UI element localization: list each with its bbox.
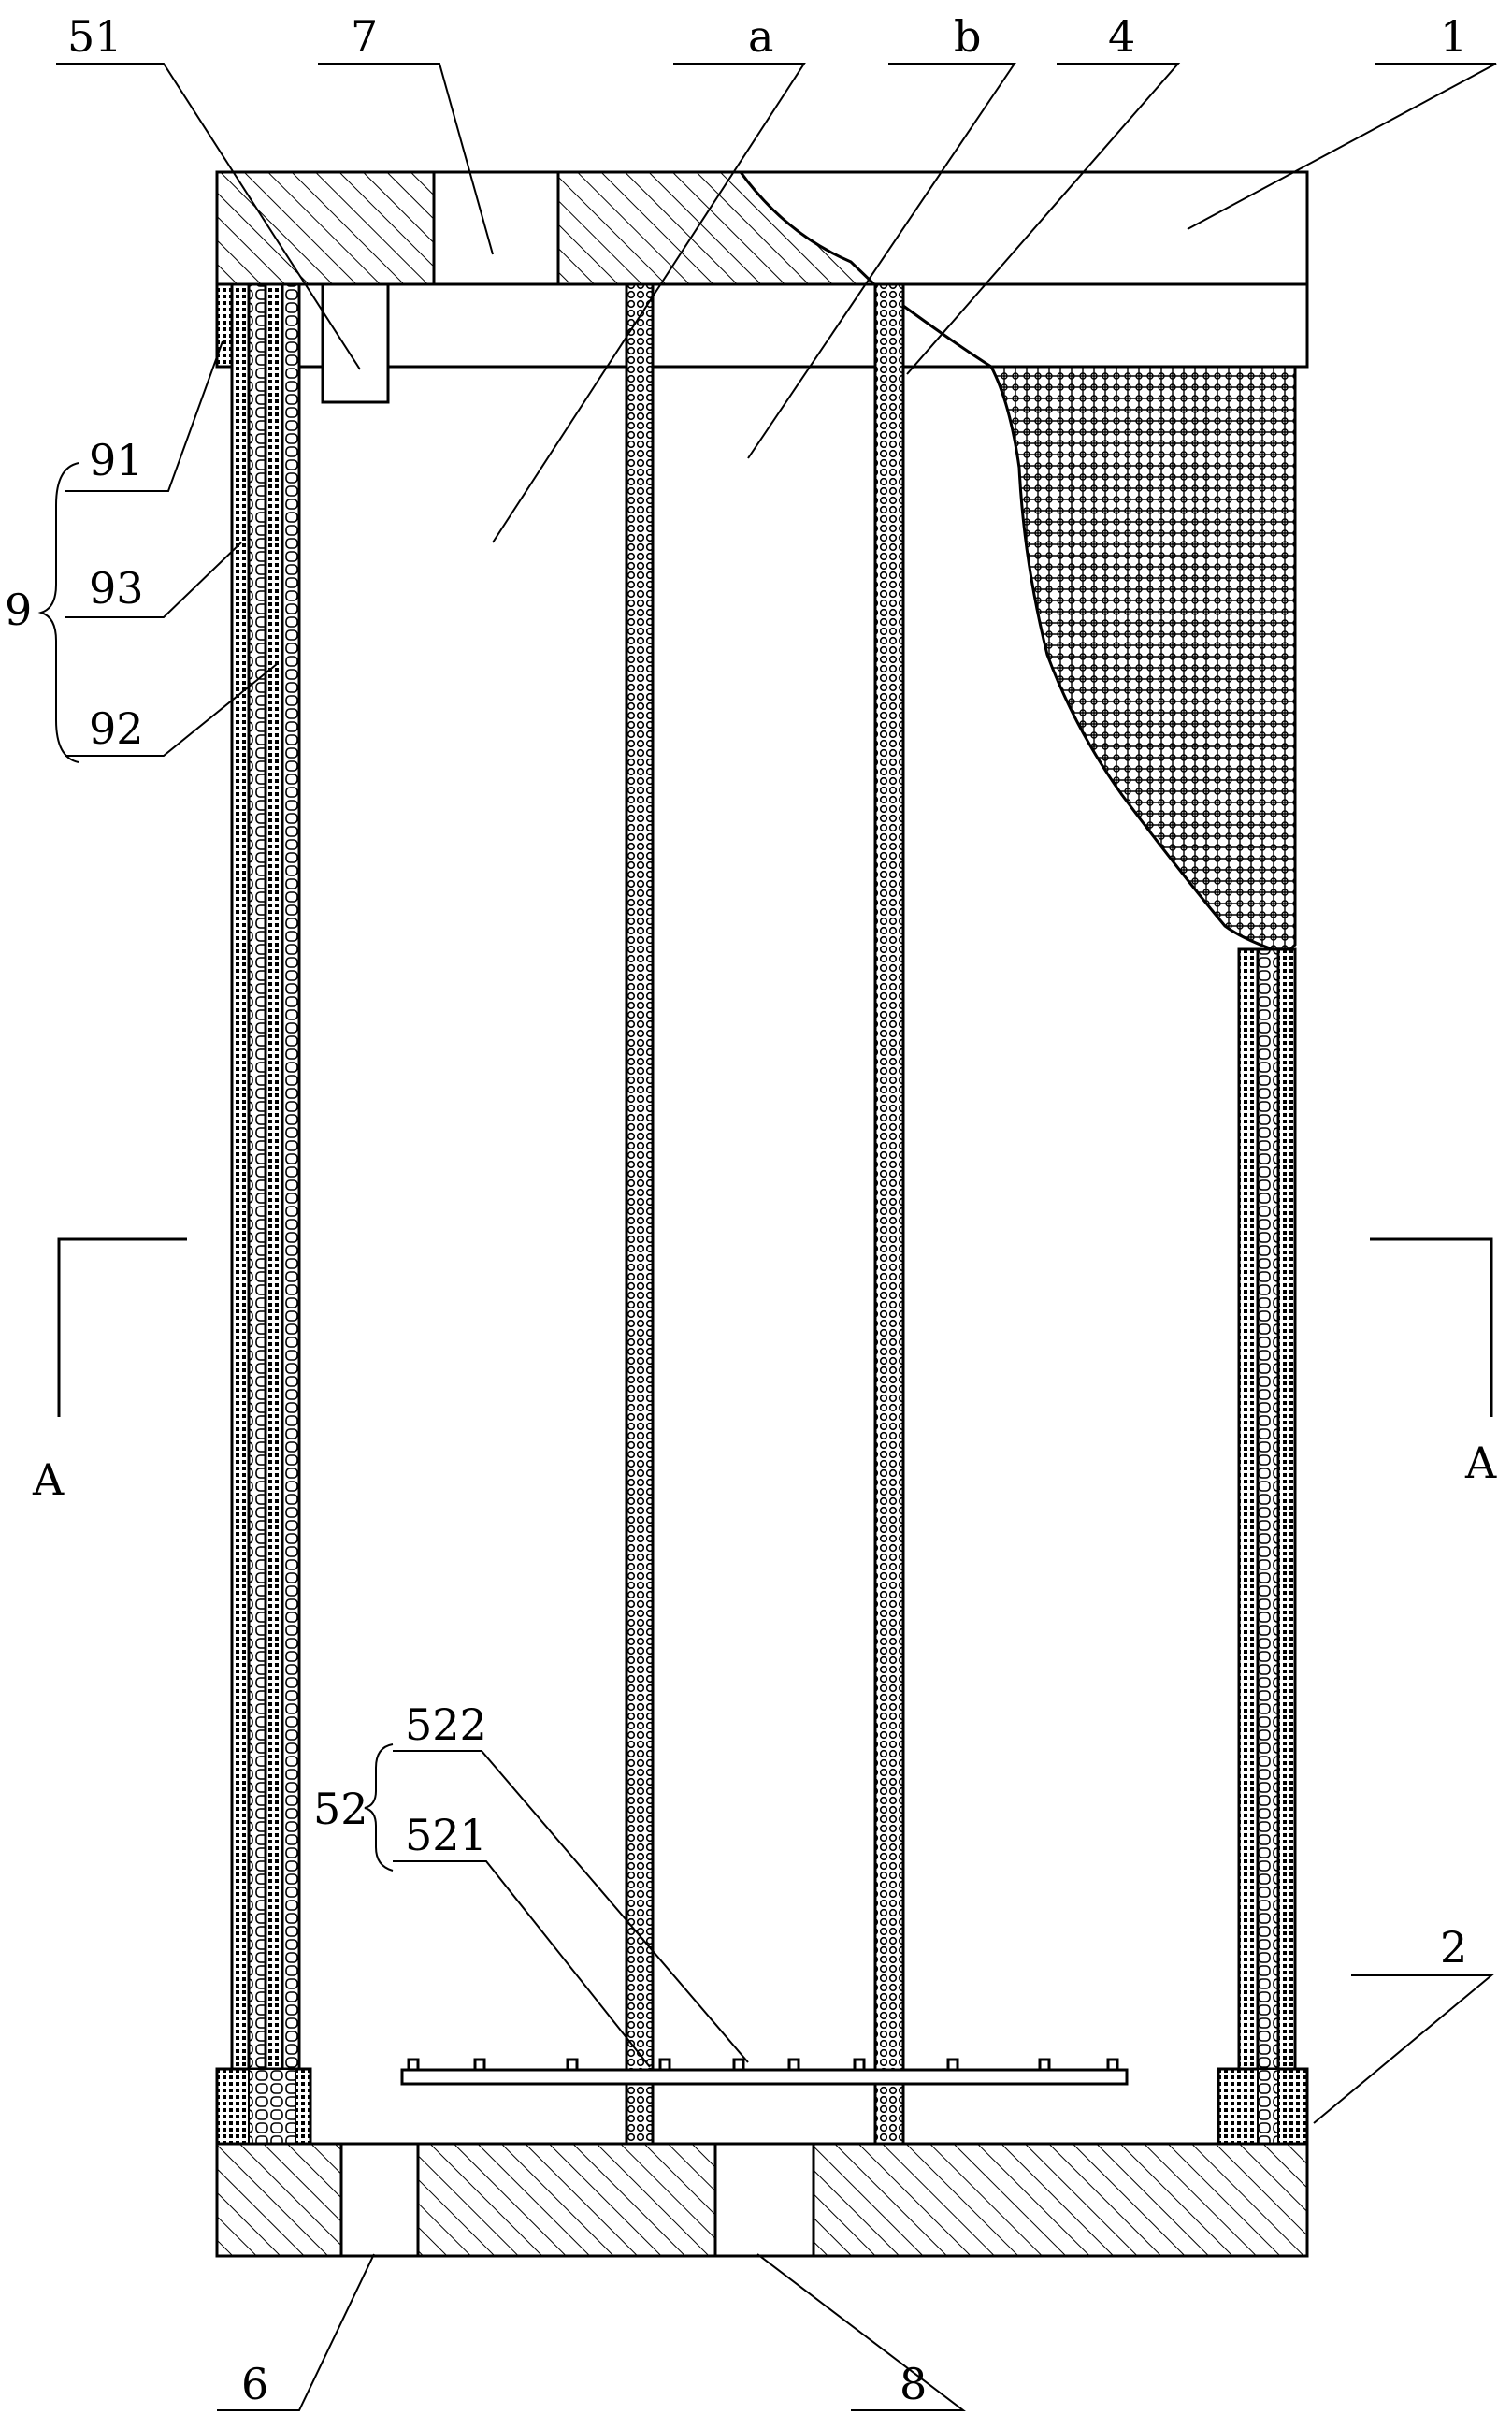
label-521: 521 [405,1810,487,1860]
label-9: 9 [5,585,32,635]
bottom-base [215,2142,1309,2258]
label-522: 522 [405,1699,487,1750]
label-8: 8 [900,2359,927,2409]
left-inner-cells [281,282,301,2146]
left-middle-layer [247,282,267,2146]
brace-9 [37,462,79,763]
top-cover-hatch-left [215,170,436,286]
label-a: a [748,11,773,62]
label-93: 93 [89,563,144,614]
right-wall-assembly [1217,947,1309,2146]
partition-left [625,282,655,2146]
outlet-8 [713,2142,815,2258]
top-cover [215,170,1309,286]
label-51: 51 [67,11,122,62]
label-52: 52 [313,1784,368,1834]
nozzles-522 [407,2058,1119,2072]
top-cover-hatch-right [556,170,878,286]
label-92: 92 [89,703,144,754]
section-mark-right [1370,1237,1493,1417]
label-1: 1 [1440,11,1467,62]
component-51 [321,282,390,404]
label-7: 7 [351,11,378,62]
brace-52 [364,1743,394,1872]
label-A-left: A [32,1454,65,1505]
leader-lines [56,63,1497,2411]
pipe-521 [400,2068,1129,2086]
left-inner-layer [264,282,284,2146]
label-4: 4 [1108,11,1135,62]
label-6: 6 [241,2359,268,2409]
label-91: 91 [89,435,144,485]
left-outer-layer [230,282,251,2146]
label-2: 2 [1440,1922,1467,1973]
label-A-right: A [1464,1438,1497,1488]
partition-right [873,282,905,2146]
label-b: b [954,11,981,62]
aeration-pipe-52 [400,2058,1129,2086]
left-wall-assembly [215,282,312,2146]
cutaway-filter-medium [988,365,1297,956]
outlet-6 [339,2142,420,2258]
section-mark-left [57,1237,187,1417]
